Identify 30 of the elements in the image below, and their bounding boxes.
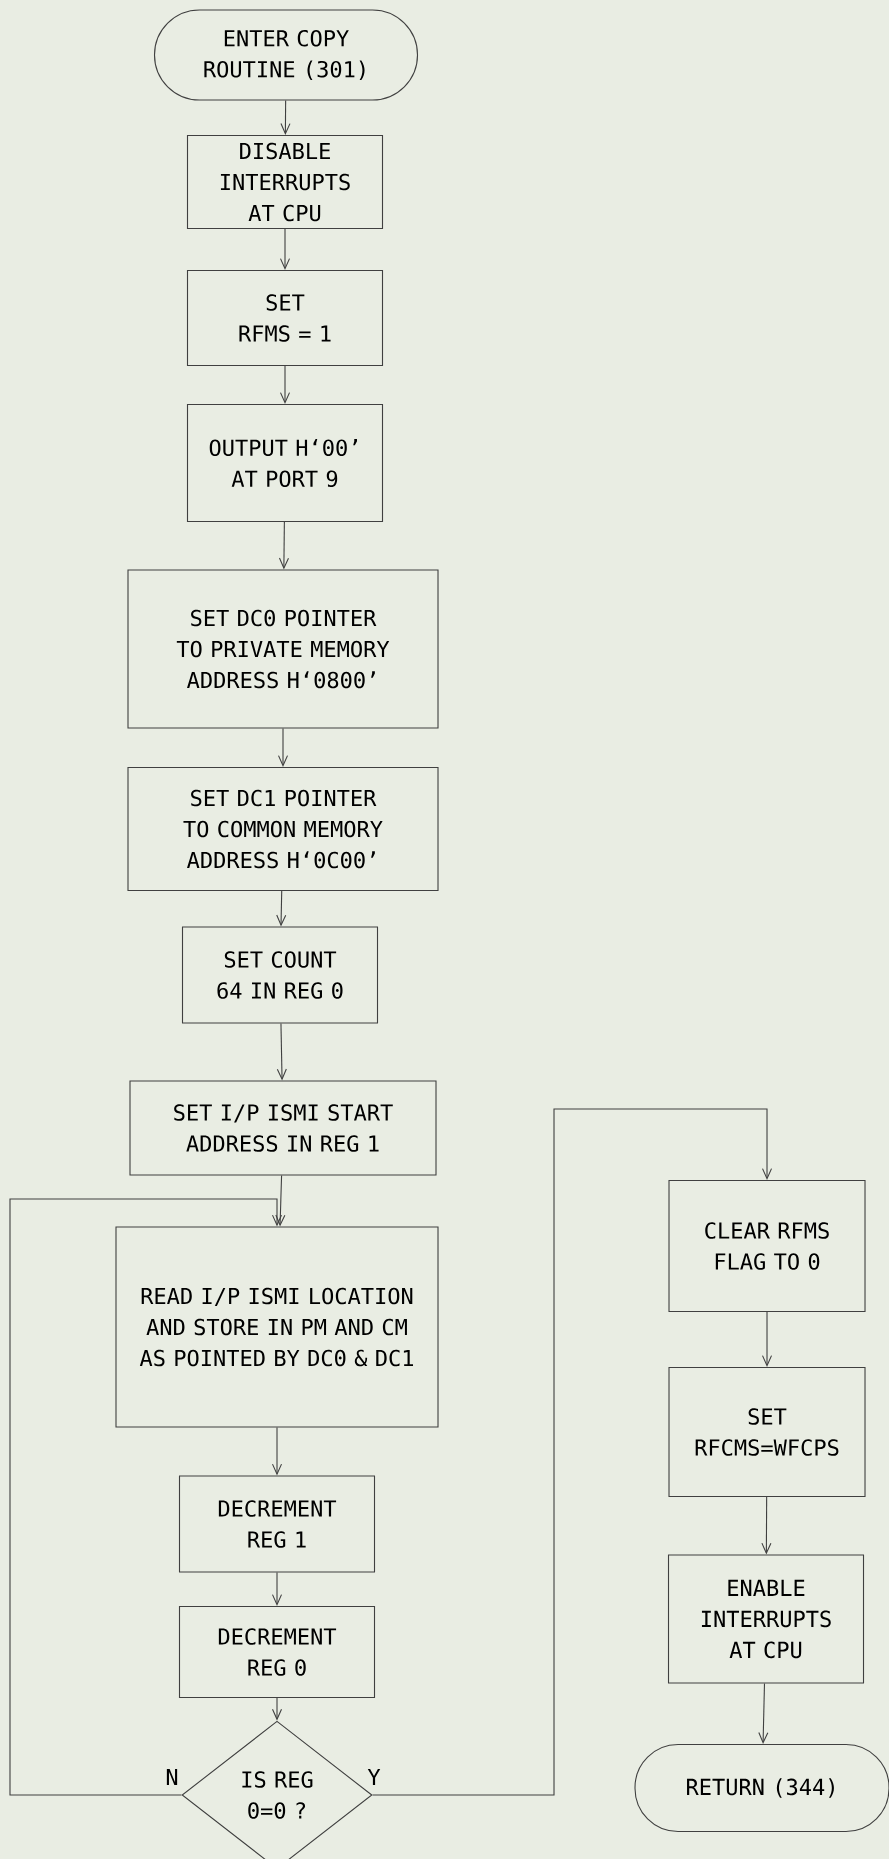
arrow <box>279 365 291 404</box>
arrow <box>280 100 291 135</box>
process-box: SET RFMS = 1 <box>186 269 384 367</box>
process-box: SET I/P ISMI START ADDRESS IN REG 1 <box>129 1080 437 1176</box>
edge-label: N <box>164 1768 180 1787</box>
arrow <box>372 1108 773 1796</box>
arrow <box>276 890 287 927</box>
process-box: ENABLE INTERRUPTS AT CPU <box>667 1554 865 1684</box>
arrow <box>758 1683 769 1744</box>
arrow <box>271 1427 283 1476</box>
arrow <box>761 1496 772 1555</box>
arrow <box>271 1697 283 1721</box>
arrow <box>275 1175 286 1227</box>
process-box: READ I/P ISMI LOCATION AND STORE IN PM AND CM AS POINTED BY DC0 & DC1 <box>115 1226 439 1428</box>
process-box: SET DC0 POINTER TO PRIVATE MEMORY ADDRESS H‘0800’ <box>127 569 439 729</box>
arrow <box>277 728 289 767</box>
process-box: SET DC1 POINTER TO COMMON MEMORY ADDRESS H‘0C00’ <box>127 766 439 892</box>
process-box: SET RFCMS=WFCPS <box>668 1366 866 1498</box>
process-box: DECREMENT REG 1 <box>178 1475 376 1573</box>
arrow <box>276 1023 287 1081</box>
arrow <box>9 1198 283 1796</box>
process-box: DISABLE INTERRUPTS AT CPU <box>186 134 384 230</box>
process-box: CLEAR RFMS FLAG TO 0 <box>668 1179 866 1313</box>
arrow <box>279 228 291 270</box>
arrow <box>271 1572 283 1606</box>
process-box: OUTPUT H‘00’ AT PORT 9 <box>186 403 384 523</box>
process-box: DECREMENT REG 0 <box>178 1605 376 1699</box>
arrow <box>278 521 290 570</box>
process-box: SET COUNT 64 IN REG 0 <box>181 926 379 1024</box>
arrow <box>761 1311 773 1367</box>
